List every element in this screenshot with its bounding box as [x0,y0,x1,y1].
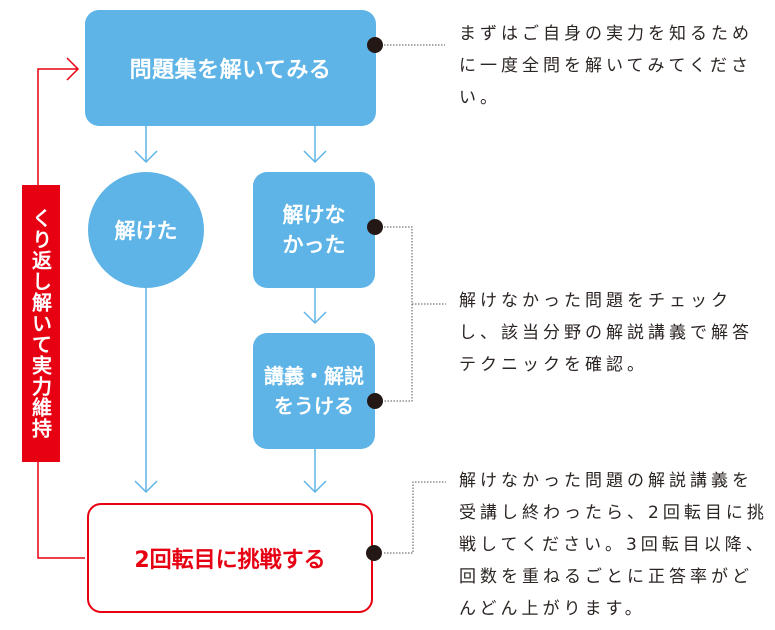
dot-connector-icon [366,545,382,561]
down-arrow-icon [303,150,327,164]
right-arrow-icon [66,57,80,81]
lecture-label-line2: をうける [274,394,354,418]
start-box: 問題集を解いてみる [85,10,376,126]
dot-connector-icon [367,219,383,235]
dot-connector-icon [367,37,383,53]
unsolved-box: 解けな かった [253,172,375,288]
loop-label: くり返し解いて実力維持 [28,208,53,439]
retry-label: 2回転目に挑戦する [134,548,326,573]
lecture-box: 講義・解説 をうける [253,333,375,449]
solved-circle: 解けた [88,172,204,288]
lecture-label-line1: 講義・解説 [264,364,364,388]
dot-connector-icon [367,393,383,409]
unsolved-label-line1: 解けな [282,202,346,227]
retry-box: 2回転目に挑戦する [87,503,373,613]
note-second-round: 解けなかった問題の解説講義を受講し終わったら、2回転目に挑戦してください。3回転… [459,471,768,619]
unsolved-label-line2: かった [282,233,346,257]
down-arrow-icon [303,480,327,494]
loop-line-top [37,68,78,185]
note3-connector [384,481,446,554]
down-arrow-icon [134,150,158,164]
solved-label: 解けた [114,219,178,243]
down-arrow-icon [303,311,327,325]
loop-label-box: くり返し解いて実力維持 [22,185,60,462]
note2-connector-top [384,226,413,402]
start-label: 問題集を解いてみる [129,58,332,83]
note-check-unsolved: 解けなかった問題をチェックし、該当分野の解説講義で解答テクニックを確認。 [459,291,753,375]
loop-line-bottom [37,462,85,559]
note-first-attempt: まずはご自身の実力を知るために一度全問を解いてみてください。 [459,24,753,108]
down-arrow-icon [134,480,158,494]
